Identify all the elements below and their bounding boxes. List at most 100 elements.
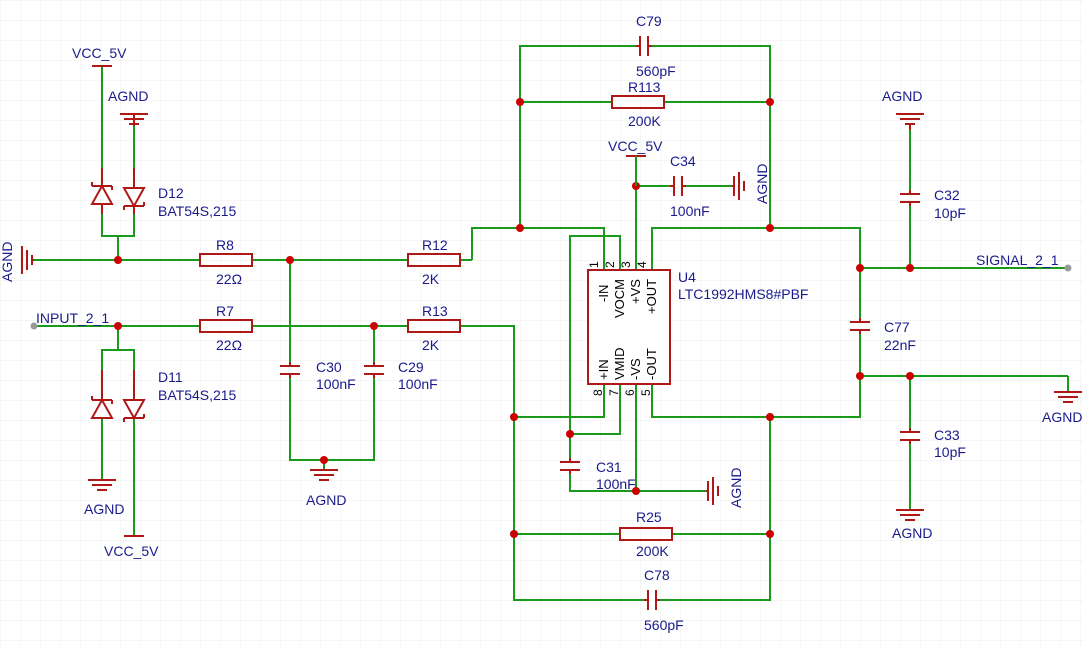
capacitor-c34[interactable]: C34 100nF: [670, 153, 710, 219]
vcc-center: VCC_5V: [608, 138, 663, 186]
diode-d12[interactable]: D12 BAT54S,215: [90, 168, 237, 219]
signal-net-endpoint[interactable]: [1064, 264, 1072, 272]
u4-pin-5: 5: [639, 389, 653, 396]
vcc-top-left-label: VCC_5V: [72, 45, 127, 61]
d12-value: BAT54S,215: [158, 203, 237, 219]
agnd-c33: AGND: [892, 509, 932, 541]
r8-value: 22Ω: [216, 271, 242, 287]
capacitor-c33[interactable]: C33 10pF: [900, 427, 966, 460]
u4-pin-name-vmid: VMID: [612, 348, 627, 381]
d11-ref: D11: [158, 369, 183, 385]
r8-ref: R8: [216, 237, 234, 253]
agnd-c34-label: AGND: [754, 164, 770, 204]
agnd-d12: AGND: [108, 88, 148, 126]
c29-value: 100nF: [398, 376, 438, 392]
u4-pin-name-nout: -OUT: [644, 348, 659, 380]
c77-ref: C77: [884, 319, 910, 335]
agnd-c33-label: AGND: [892, 525, 932, 541]
agnd-right-label: AGND: [1042, 409, 1082, 425]
agnd-c30-label: AGND: [306, 492, 346, 508]
r25-ref: R25: [636, 509, 662, 525]
u4-pin-name-p-in: +IN: [596, 359, 611, 380]
u4-pin-name-pvs: +VS: [628, 279, 643, 304]
resistor-r12[interactable]: R12 2K: [407, 237, 461, 287]
r13-value: 2K: [422, 337, 440, 353]
capacitor-c31[interactable]: C31 100nF: [560, 458, 636, 492]
c30-ref: C30: [316, 359, 342, 375]
u4-pin-6: 6: [623, 389, 637, 396]
agnd-c32-label: AGND: [882, 88, 922, 104]
signal-net-label[interactable]: SIGNAL_2_1: [976, 252, 1059, 268]
c32-value: 10pF: [934, 205, 966, 221]
c78-value: 560pF: [644, 617, 684, 633]
u4-pin-8: 8: [591, 389, 605, 396]
u4-pin-name-vocm: VOCM: [612, 279, 627, 318]
c31-ref: C31: [596, 459, 622, 475]
agnd-c30: AGND: [306, 469, 346, 508]
resistor-r25[interactable]: R25 200K: [619, 509, 673, 559]
agnd-d12-label: AGND: [108, 88, 148, 104]
input-net-label[interactable]: INPUT_2_1: [36, 310, 109, 326]
r7-value: 22Ω: [216, 337, 242, 353]
c33-ref: C33: [934, 427, 960, 443]
vcc-center-label: VCC_5V: [608, 138, 663, 154]
r113-ref: R113: [628, 79, 661, 95]
agnd-c32: AGND: [882, 88, 924, 130]
r12-value: 2K: [422, 271, 440, 287]
u4-pin-name-pout: +OUT: [644, 279, 659, 314]
r13-ref: R13: [422, 303, 448, 319]
u4-pin-3: 3: [619, 261, 633, 268]
ic-u4[interactable]: 1 2 3 4 -IN VOCM +VS +OUT +IN VMID -VS -…: [587, 261, 808, 396]
c34-ref: C34: [670, 153, 696, 169]
wires: [34, 45, 1069, 601]
agnd-c31-label: AGND: [728, 468, 744, 508]
d11-value: BAT54S,215: [158, 387, 237, 403]
capacitor-c79[interactable]: C79 560pF: [636, 13, 676, 79]
vcc-bottom-left-label: VCC_5V: [104, 543, 159, 559]
c34-value: 100nF: [670, 203, 710, 219]
resistor-r7[interactable]: R7 22Ω: [199, 303, 253, 353]
agnd-d11-label: AGND: [84, 501, 124, 517]
c33-value: 10pF: [934, 444, 966, 460]
r113-value: 200K: [628, 113, 661, 129]
capacitor-c78[interactable]: C78 560pF: [644, 567, 684, 633]
c32-ref: C32: [934, 187, 960, 203]
agnd-left-label: AGND: [0, 242, 15, 282]
r7-ref: R7: [216, 303, 234, 319]
agnd-d11: AGND: [84, 479, 124, 517]
c31-value: 100nF: [596, 476, 636, 492]
r12-ref: R12: [422, 237, 448, 253]
agnd-right: AGND: [1042, 391, 1082, 425]
capacitor-c77[interactable]: C77 22nF: [850, 318, 916, 353]
c77-value: 22nF: [884, 337, 916, 353]
u4-pin-4: 4: [635, 261, 649, 268]
capacitor-c29[interactable]: C29 100nF: [364, 359, 438, 392]
resistor-r13[interactable]: R13 2K: [407, 303, 461, 353]
u4-pin-name-nvs: -VS: [628, 358, 643, 380]
d12-ref: D12: [158, 185, 184, 201]
input-net-endpoint[interactable]: [30, 322, 38, 330]
u4-ref: U4: [678, 269, 696, 285]
u4-value: LTC1992HMS8#PBF: [678, 286, 808, 302]
u4-pin-2: 2: [603, 261, 617, 268]
vcc-bottom-left: VCC_5V: [104, 535, 159, 559]
c29-ref: C29: [398, 359, 424, 375]
agnd-c34: AGND: [732, 164, 770, 204]
agnd-c31: AGND: [706, 468, 744, 508]
c79-value: 560pF: [636, 63, 676, 79]
vcc-top-left: VCC_5V: [72, 45, 127, 67]
capacitor-c32[interactable]: C32 10pF: [900, 187, 966, 221]
c78-ref: C78: [644, 567, 670, 583]
capacitor-c30[interactable]: C30 100nF: [280, 359, 356, 392]
resistor-r8[interactable]: R8 22Ω: [199, 237, 253, 287]
junctions: [114, 98, 914, 538]
u4-pin-name-n-in: -IN: [596, 285, 611, 302]
u4-pin-1: 1: [587, 261, 601, 268]
diode-d11[interactable]: D11 BAT54S,215: [90, 369, 237, 422]
c79-ref: C79: [636, 13, 662, 29]
c30-value: 100nF: [316, 376, 356, 392]
resistor-r113[interactable]: R113 200K: [611, 79, 665, 129]
